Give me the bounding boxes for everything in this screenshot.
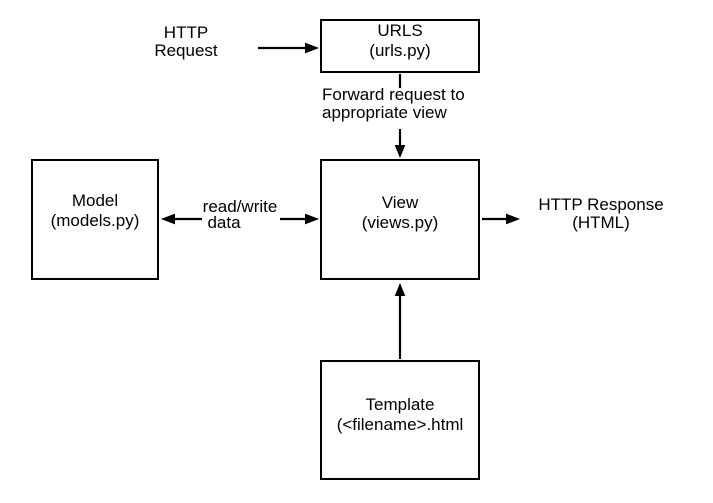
node-view-sublabel: (views.py) bbox=[361, 213, 439, 232]
node-view: View (views.py) bbox=[320, 159, 480, 280]
label-http-request-line1: HTTP bbox=[163, 23, 209, 42]
node-template-sublabel: (<filename>.html bbox=[336, 415, 464, 434]
node-model-label: Model bbox=[71, 191, 119, 210]
arrow-urls-to-view bbox=[394, 129, 406, 158]
node-template: Template (<filename>.html bbox=[320, 360, 480, 480]
label-read-write-data: data bbox=[207, 213, 241, 232]
node-urls-sublabel: (urls.py) bbox=[369, 41, 431, 60]
label-http-request: HTTP Request bbox=[126, 24, 246, 60]
label-forward-request-line1: Forward request to bbox=[322, 85, 465, 104]
node-template-label: Template bbox=[365, 395, 435, 414]
label-http-request-line2: Request bbox=[154, 41, 218, 60]
label-http-response: HTTP Response (HTML) bbox=[521, 196, 681, 232]
arrow-template-to-view bbox=[394, 283, 406, 359]
label-forward-request: Forward request to appropriate view bbox=[322, 86, 465, 122]
label-http-response-line2: (HTML) bbox=[572, 213, 630, 232]
node-model: Model (models.py) bbox=[31, 159, 159, 280]
arrow-view-to-http-response bbox=[482, 213, 520, 225]
label-forward-request-line2: appropriate view bbox=[322, 103, 447, 122]
label-read-write: read/write bbox=[202, 197, 278, 216]
node-urls-label: URLS bbox=[377, 21, 423, 40]
label-http-response-line1: HTTP Response bbox=[538, 195, 664, 214]
arrow-http-request-to-urls bbox=[258, 42, 319, 54]
arrow-readwrite-to-model bbox=[161, 213, 202, 225]
node-model-sublabel: (models.py) bbox=[50, 211, 140, 230]
node-urls: URLS (urls.py) bbox=[320, 19, 480, 73]
node-view-label: View bbox=[381, 193, 419, 212]
arrow-readwrite-to-view bbox=[280, 213, 319, 225]
